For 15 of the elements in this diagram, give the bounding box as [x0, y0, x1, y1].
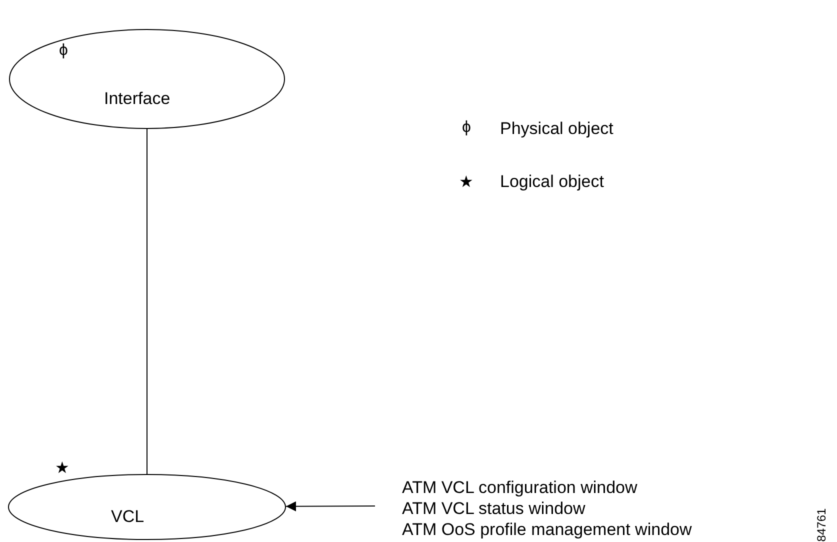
legend-symbol: ★ — [459, 173, 473, 192]
window-name: ATM VCL status window — [402, 499, 586, 519]
figure-number: 84761 — [814, 508, 829, 542]
connector-line — [146, 128, 148, 474]
legend-symbol: ϕ — [462, 119, 471, 137]
object-type-symbol: ϕ — [59, 42, 68, 60]
node-label: Interface — [104, 89, 170, 109]
node-label: VCL — [111, 507, 144, 527]
object-type-symbol: ★ — [55, 459, 69, 478]
window-name: ATM VCL configuration window — [402, 478, 638, 498]
window-name: ATM OoS profile management window — [402, 520, 692, 540]
arrow — [285, 501, 376, 512]
legend-text: Logical object — [500, 172, 604, 192]
ellipse-node — [9, 29, 285, 129]
legend-text: Physical object — [500, 119, 614, 139]
